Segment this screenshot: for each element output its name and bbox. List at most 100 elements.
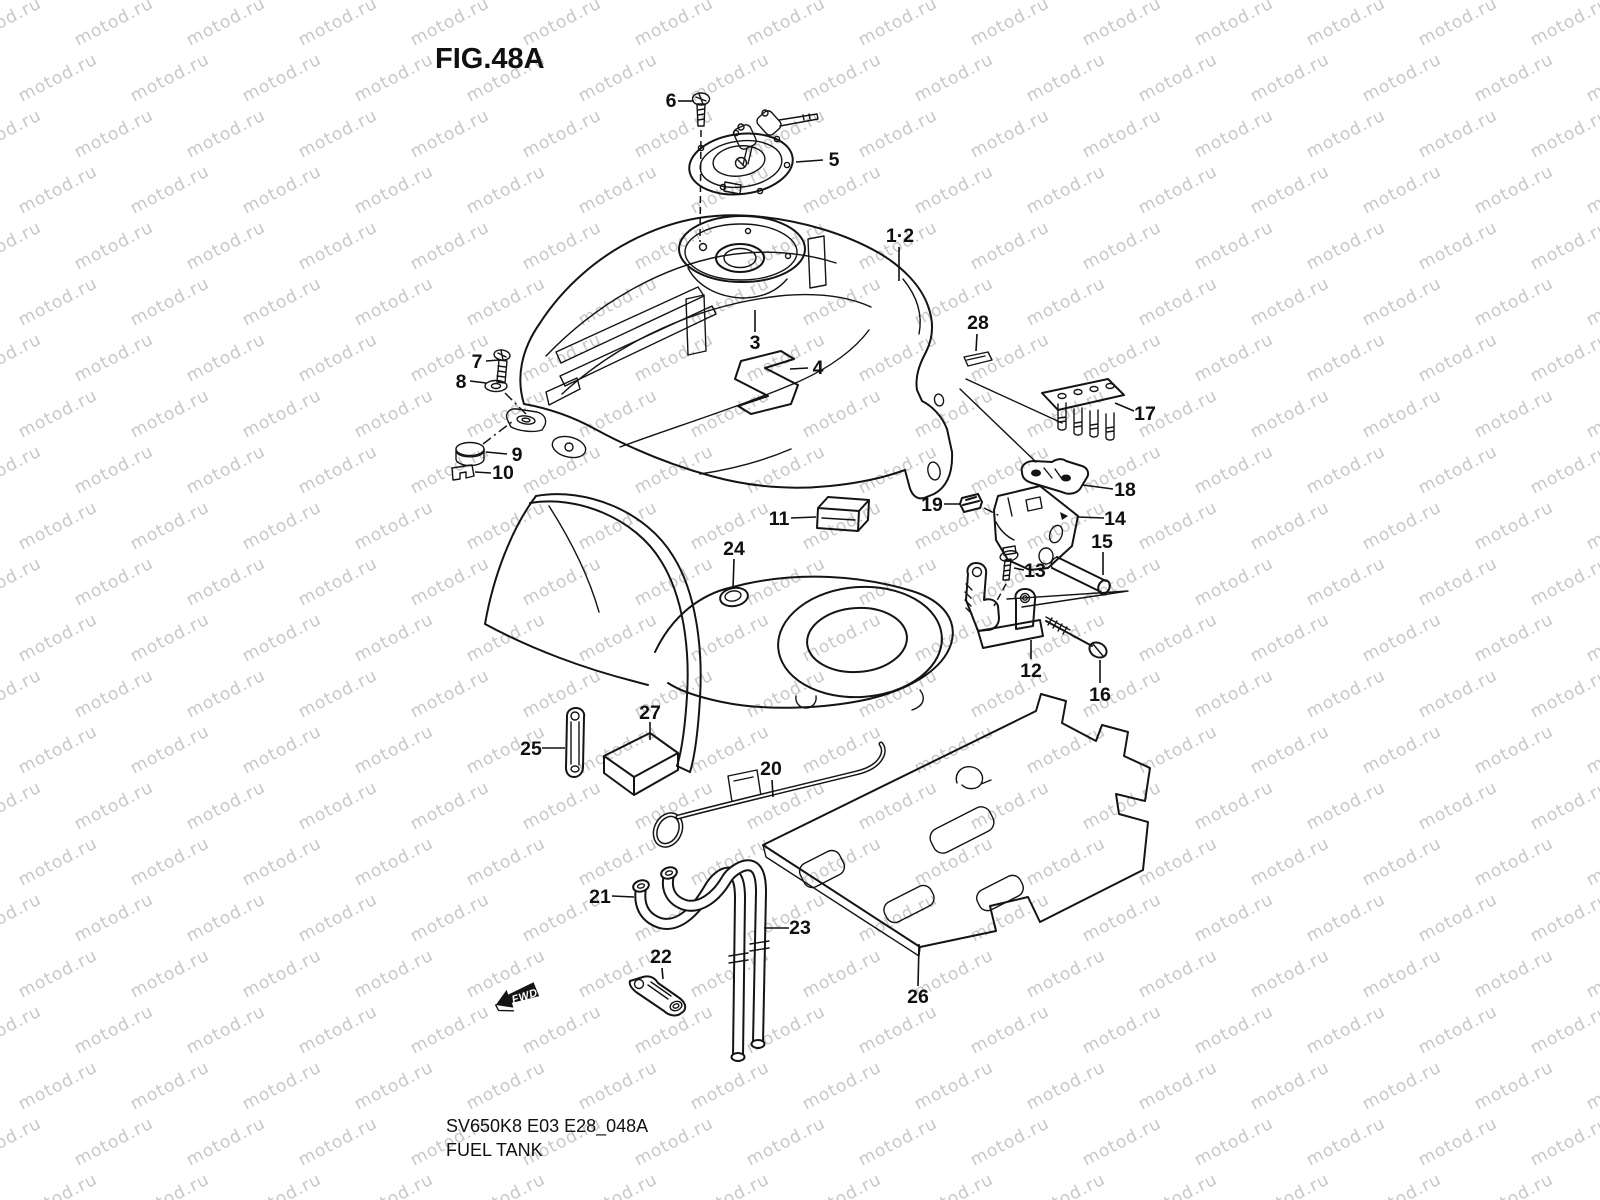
watermark-text: motod.ru bbox=[239, 162, 325, 219]
watermark-text: motod.ru bbox=[1135, 1170, 1221, 1200]
callout-leader-4 bbox=[789, 367, 809, 370]
watermark-text: motod.ru bbox=[1023, 50, 1109, 107]
watermark-text: motod.ru bbox=[1527, 442, 1600, 499]
part-label-24: 24 bbox=[723, 538, 745, 560]
strap-and-cushion-drawing bbox=[565, 707, 679, 796]
watermark-text: motod.ru bbox=[967, 442, 1053, 499]
watermark-text: motod.ru bbox=[407, 442, 493, 499]
watermark-text: motod.ru bbox=[855, 1114, 941, 1171]
watermark-text: motod.ru bbox=[1359, 834, 1445, 891]
watermark-text: motod.ru bbox=[911, 610, 997, 667]
part-label-7: 7 bbox=[472, 351, 483, 373]
watermark-text: motod.ru bbox=[1023, 722, 1109, 779]
watermark-text: motod.ru bbox=[183, 1114, 269, 1171]
watermark-text: motod.ru bbox=[1303, 890, 1389, 947]
watermark-text: motod.ru bbox=[575, 386, 661, 443]
watermark-text: motod.ru bbox=[351, 386, 437, 443]
watermark-text: motod.ru bbox=[1303, 330, 1389, 387]
watermark-text: motod.ru bbox=[799, 162, 885, 219]
part-label-5: 5 bbox=[829, 149, 840, 171]
fasteners-left-drawing bbox=[451, 349, 511, 481]
callout-leader-10 bbox=[474, 471, 492, 474]
part-label-14: 14 bbox=[1104, 508, 1126, 530]
watermark-text: motod.ru bbox=[855, 778, 941, 835]
watermark-text: motod.ru bbox=[911, 386, 997, 443]
watermark-text: motod.ru bbox=[1135, 274, 1221, 331]
watermark-text: motod.ru bbox=[687, 1170, 773, 1200]
callout-leader-20 bbox=[771, 779, 774, 798]
watermark-text: motod.ru bbox=[1359, 722, 1445, 779]
watermark-text: motod.ru bbox=[743, 666, 829, 723]
watermark-text: motod.ru bbox=[127, 722, 213, 779]
watermark-text: motod.ru bbox=[1303, 442, 1389, 499]
watermark-text: motod.ru bbox=[183, 778, 269, 835]
watermark-text: motod.ru bbox=[463, 834, 549, 891]
watermark-text: motod.ru bbox=[1583, 1170, 1600, 1200]
callout-leader-21 bbox=[611, 895, 635, 898]
watermark-text: motod.ru bbox=[1415, 1114, 1501, 1171]
watermark-text: motod.ru bbox=[855, 890, 941, 947]
watermark-text: motod.ru bbox=[239, 834, 325, 891]
watermark-text: motod.ru bbox=[1079, 106, 1165, 163]
watermark-text: motod.ru bbox=[183, 554, 269, 611]
part-label-3: 3 bbox=[750, 332, 761, 354]
watermark-text: motod.ru bbox=[1191, 442, 1277, 499]
watermark-text: motod.ru bbox=[0, 106, 45, 163]
watermark-text: motod.ru bbox=[799, 946, 885, 1003]
watermark-text: motod.ru bbox=[351, 274, 437, 331]
watermark-text: motod.ru bbox=[407, 554, 493, 611]
watermark-text: motod.ru bbox=[295, 1114, 381, 1171]
watermark-text: motod.ru bbox=[911, 162, 997, 219]
watermark-text: motod.ru bbox=[1471, 498, 1557, 555]
watermark-text: motod.ru bbox=[1527, 218, 1600, 275]
watermark-text: motod.ru bbox=[71, 330, 157, 387]
watermark-text: motod.ru bbox=[1471, 50, 1557, 107]
part-label-17: 17 bbox=[1134, 403, 1156, 425]
watermark-text: motod.ru bbox=[0, 218, 45, 275]
watermark-text: motod.ru bbox=[1471, 274, 1557, 331]
callout-leader-22 bbox=[661, 967, 664, 980]
watermark-text: motod.ru bbox=[1247, 50, 1333, 107]
watermark-text: motod.ru bbox=[295, 778, 381, 835]
watermark-text: motod.ru bbox=[239, 1170, 325, 1200]
watermark-text: motod.ru bbox=[463, 162, 549, 219]
watermark-text: motod.ru bbox=[0, 890, 45, 947]
watermark-text: motod.ru bbox=[407, 1002, 493, 1059]
cushion-block-drawing bbox=[816, 496, 870, 532]
mount-bracket-cluster-drawing bbox=[959, 351, 1125, 659]
watermark-text: motod.ru bbox=[1135, 834, 1221, 891]
watermark-text: motod.ru bbox=[295, 1002, 381, 1059]
watermark-text: motod.ru bbox=[1527, 1114, 1600, 1171]
watermark-text: motod.ru bbox=[239, 498, 325, 555]
watermark-text: motod.ru bbox=[1079, 890, 1165, 947]
watermark-text: motod.ru bbox=[1023, 274, 1109, 331]
watermark-text: motod.ru bbox=[1415, 106, 1501, 163]
watermark-text: motod.ru bbox=[1359, 386, 1445, 443]
watermark-text: motod.ru bbox=[1583, 722, 1600, 779]
watermark-text: motod.ru bbox=[71, 778, 157, 835]
watermark-text: motod.ru bbox=[127, 498, 213, 555]
watermark-text: motod.ru bbox=[1079, 778, 1165, 835]
rod-drawing bbox=[652, 741, 886, 848]
watermark-text: motod.ru bbox=[1415, 442, 1501, 499]
watermark-text: motod.ru bbox=[967, 1002, 1053, 1059]
watermark-text: motod.ru bbox=[799, 274, 885, 331]
watermark-text: motod.ru bbox=[0, 1114, 45, 1171]
watermark-text: motod.ru bbox=[183, 330, 269, 387]
watermark-text: motod.ru bbox=[1471, 946, 1557, 1003]
watermark-text: motod.ru bbox=[1135, 722, 1221, 779]
watermark-text: motod.ru bbox=[1079, 554, 1165, 611]
watermark-text: motod.ru bbox=[1247, 610, 1333, 667]
watermark-text: motod.ru bbox=[1359, 162, 1445, 219]
watermark-text: motod.ru bbox=[1303, 778, 1389, 835]
watermark-text: motod.ru bbox=[1415, 1002, 1501, 1059]
watermark-text: motod.ru bbox=[1247, 1170, 1333, 1200]
watermark-text: motod.ru bbox=[855, 0, 941, 50]
part-label-11: 11 bbox=[769, 508, 790, 530]
watermark-text: motod.ru bbox=[463, 274, 549, 331]
watermark-text: motod.ru bbox=[239, 610, 325, 667]
watermark-text: motod.ru bbox=[295, 554, 381, 611]
watermark-text: motod.ru bbox=[1583, 386, 1600, 443]
watermark-text: motod.ru bbox=[239, 274, 325, 331]
